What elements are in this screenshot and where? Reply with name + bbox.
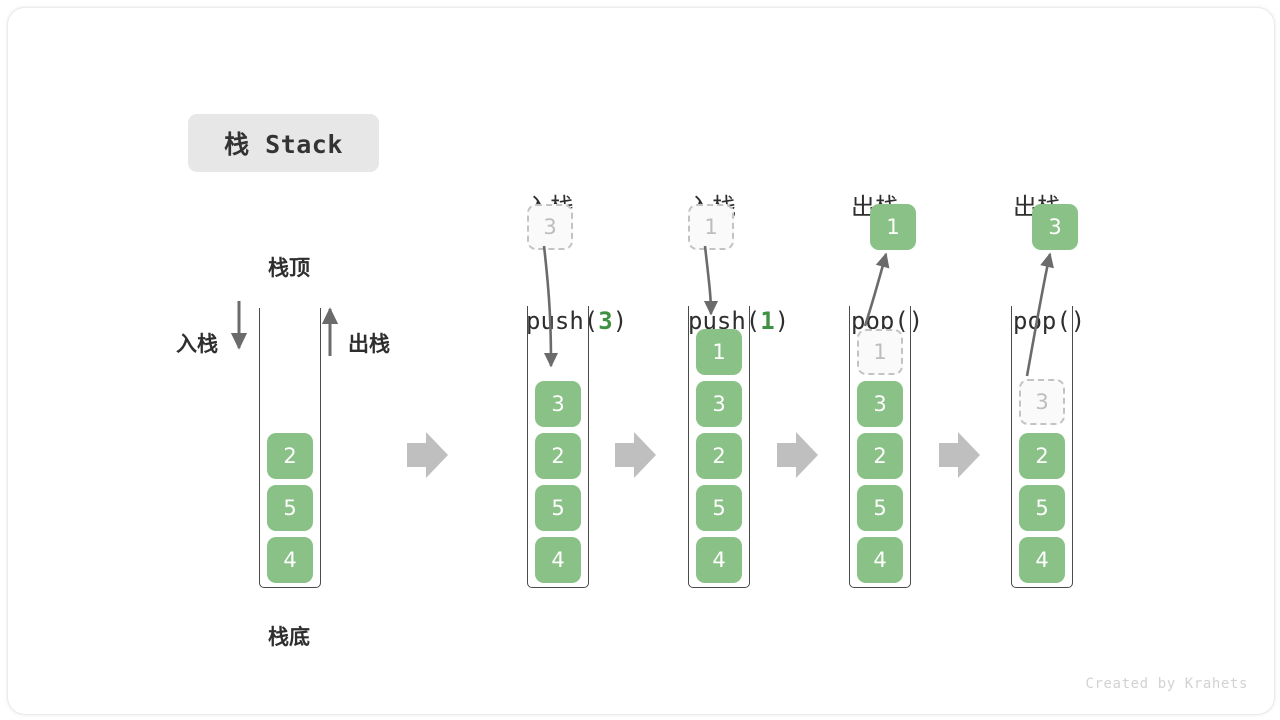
stack-element: 2 <box>267 433 313 479</box>
code-suffix: ) <box>1070 307 1086 335</box>
stack-element: 3 <box>696 381 742 427</box>
stack-element: 5 <box>696 485 742 531</box>
stack-element: 4 <box>535 537 581 583</box>
stack-element: 5 <box>535 485 581 531</box>
code-suffix: ) <box>774 307 790 335</box>
stack-element: 1 <box>696 329 742 375</box>
popped-element: 1 <box>870 204 916 250</box>
stack-element: 3 <box>857 381 903 427</box>
stack-element: 4 <box>1019 537 1065 583</box>
stack-element: 5 <box>267 485 313 531</box>
column-header-code: push(3) <box>526 302 627 340</box>
stack-element: 5 <box>857 485 903 531</box>
step-arrow-4 <box>939 432 980 478</box>
incoming-element: 1 <box>688 204 734 250</box>
stack-element: 4 <box>857 537 903 583</box>
code-arg: 3 <box>598 307 613 335</box>
stack-top-label: 栈顶 <box>268 256 310 280</box>
stack-tube-push-1 <box>688 306 750 588</box>
pop-direction-label: 出栈 <box>348 332 390 356</box>
stack-element: 2 <box>1019 433 1065 479</box>
removed-element-ghost: 1 <box>857 329 903 375</box>
stack-element: 2 <box>535 433 581 479</box>
incoming-element: 3 <box>527 204 573 250</box>
column-header-push-3: 入栈 push(3) <box>526 112 627 416</box>
diagram-canvas: 栈 Stack 栈顶 入栈 出栈 2 5 4 栈底 入栈 push(3) 3 3… <box>7 7 1275 715</box>
stack-element: 5 <box>1019 485 1065 531</box>
stack-tube-push-3 <box>527 306 589 588</box>
step-arrow-2 <box>615 432 656 478</box>
stack-bottom-label: 栈底 <box>268 625 310 649</box>
stack-element: 4 <box>267 537 313 583</box>
diagram-title-badge: 栈 Stack <box>188 114 379 172</box>
code-suffix: ) <box>612 307 628 335</box>
code-prefix: push( <box>526 307 599 335</box>
diagram-title: 栈 Stack <box>224 130 343 159</box>
stack-element: 2 <box>857 433 903 479</box>
step-arrow-1 <box>407 432 448 478</box>
popped-element: 3 <box>1032 204 1078 250</box>
footer-credit: Created by Krahets <box>1085 676 1248 692</box>
stack-element: 4 <box>696 537 742 583</box>
removed-element-ghost: 3 <box>1019 379 1065 425</box>
stack-element: 3 <box>535 381 581 427</box>
stack-tube-initial <box>259 308 321 588</box>
stack-element: 2 <box>696 433 742 479</box>
push-direction-label: 入栈 <box>176 332 218 356</box>
code-suffix: ) <box>908 307 924 335</box>
code-arg: 1 <box>760 307 775 335</box>
stack-tube-pop-3 <box>1011 306 1073 588</box>
stack-tube-pop-1 <box>849 306 911 588</box>
step-arrow-3 <box>777 432 818 478</box>
